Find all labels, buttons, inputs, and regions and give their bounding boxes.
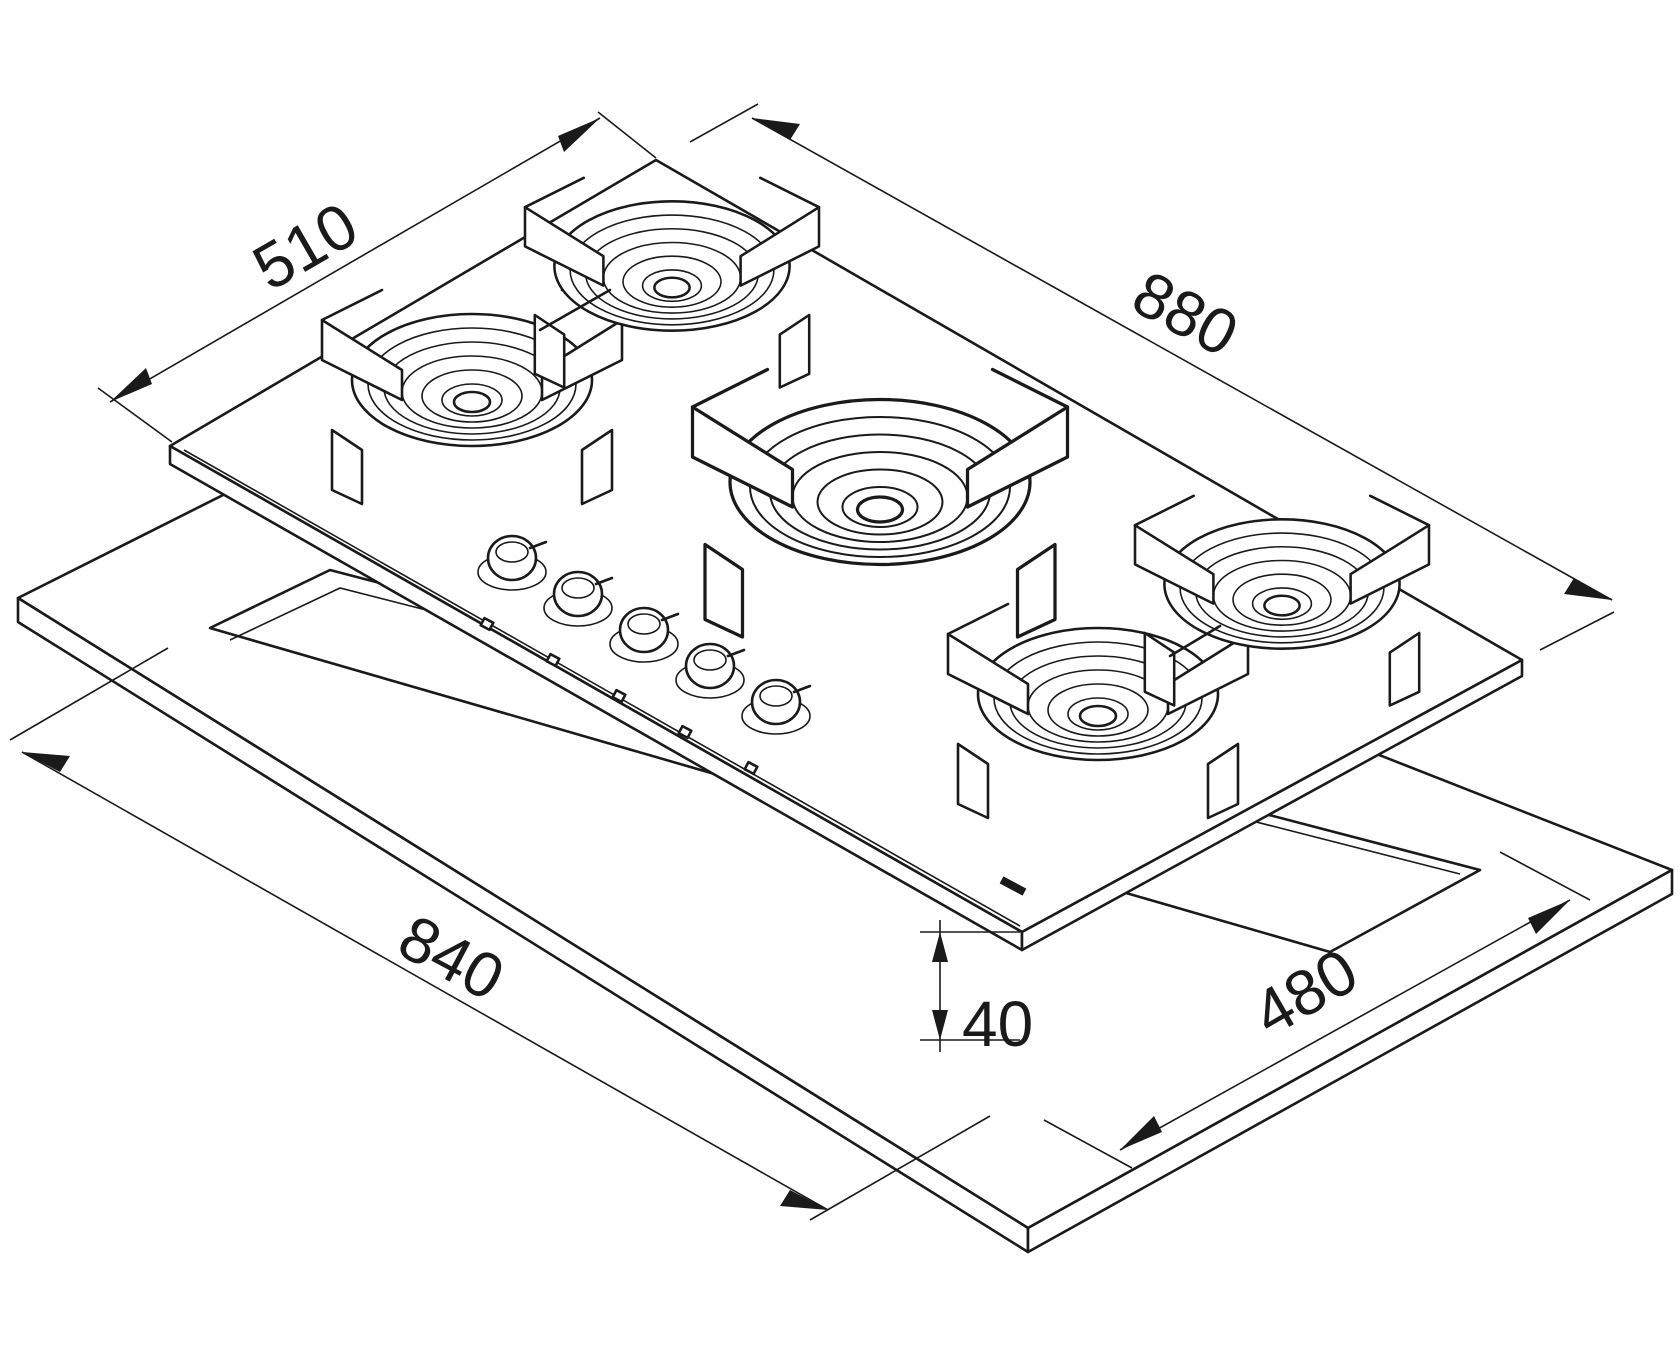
trivet-arm <box>330 428 364 506</box>
arrow-480-start <box>1120 1116 1162 1150</box>
arrow-880-start <box>752 118 800 140</box>
arrow-40-top <box>932 932 948 962</box>
knob-indicator <box>611 688 627 704</box>
burner-rear-left <box>320 288 624 506</box>
control-knobs <box>477 534 812 776</box>
burners <box>320 176 1431 820</box>
trivet-arm <box>320 318 404 402</box>
trivet-arm <box>1015 542 1057 639</box>
trivet-arm <box>533 313 566 389</box>
burner-far-right <box>1133 494 1431 707</box>
arrow-480-end <box>1528 900 1570 934</box>
burner-wok-center <box>690 367 1070 639</box>
arrow-840-end <box>780 1190 828 1210</box>
hob-top-inner-edge <box>183 449 1021 927</box>
trivet-arm <box>703 542 745 639</box>
trivet-arm <box>690 405 795 509</box>
trivet-arm <box>1143 631 1176 707</box>
label-40: 40 <box>962 988 1033 1060</box>
trivet-arm <box>739 205 821 287</box>
trivet-arm <box>1388 631 1421 707</box>
label-510: 510 <box>241 188 369 304</box>
dimension-40: 40 <box>920 920 1033 1060</box>
trivet-bridge-right <box>1168 624 1222 658</box>
control-knob <box>741 678 812 776</box>
control-knob <box>675 642 746 740</box>
trivet-arm <box>956 742 990 820</box>
knob-indicator <box>743 760 759 776</box>
control-knob <box>477 534 548 632</box>
brand-mark <box>999 876 1027 896</box>
control-knob <box>609 606 680 704</box>
knob-indicator <box>479 616 495 632</box>
arrow-40-bottom <box>932 1010 948 1040</box>
trivet-bridge-left <box>538 288 612 332</box>
knob-indicator <box>677 724 693 740</box>
arrow-840-start <box>22 752 70 772</box>
trivet-arm <box>778 313 811 389</box>
knob-indicator <box>545 652 561 668</box>
burner-rear-mid <box>523 176 821 389</box>
label-880: 880 <box>1121 257 1249 371</box>
trivet-arm <box>1166 632 1250 716</box>
control-knob <box>543 570 614 668</box>
trivet-arm <box>965 405 1070 509</box>
trivet-arm <box>1206 742 1240 820</box>
trivet-arm <box>1133 523 1215 605</box>
trivet-arm <box>1349 523 1431 605</box>
arrow-510-end <box>558 118 600 152</box>
arrow-880-end <box>1564 578 1612 600</box>
trivet-arm <box>946 632 1030 716</box>
arrow-510-start <box>110 368 152 402</box>
hob-side-edge <box>1020 658 1524 952</box>
trivet-arm <box>523 205 605 287</box>
countertop-side-face <box>1026 868 1674 1254</box>
trivet-arm <box>580 428 614 506</box>
